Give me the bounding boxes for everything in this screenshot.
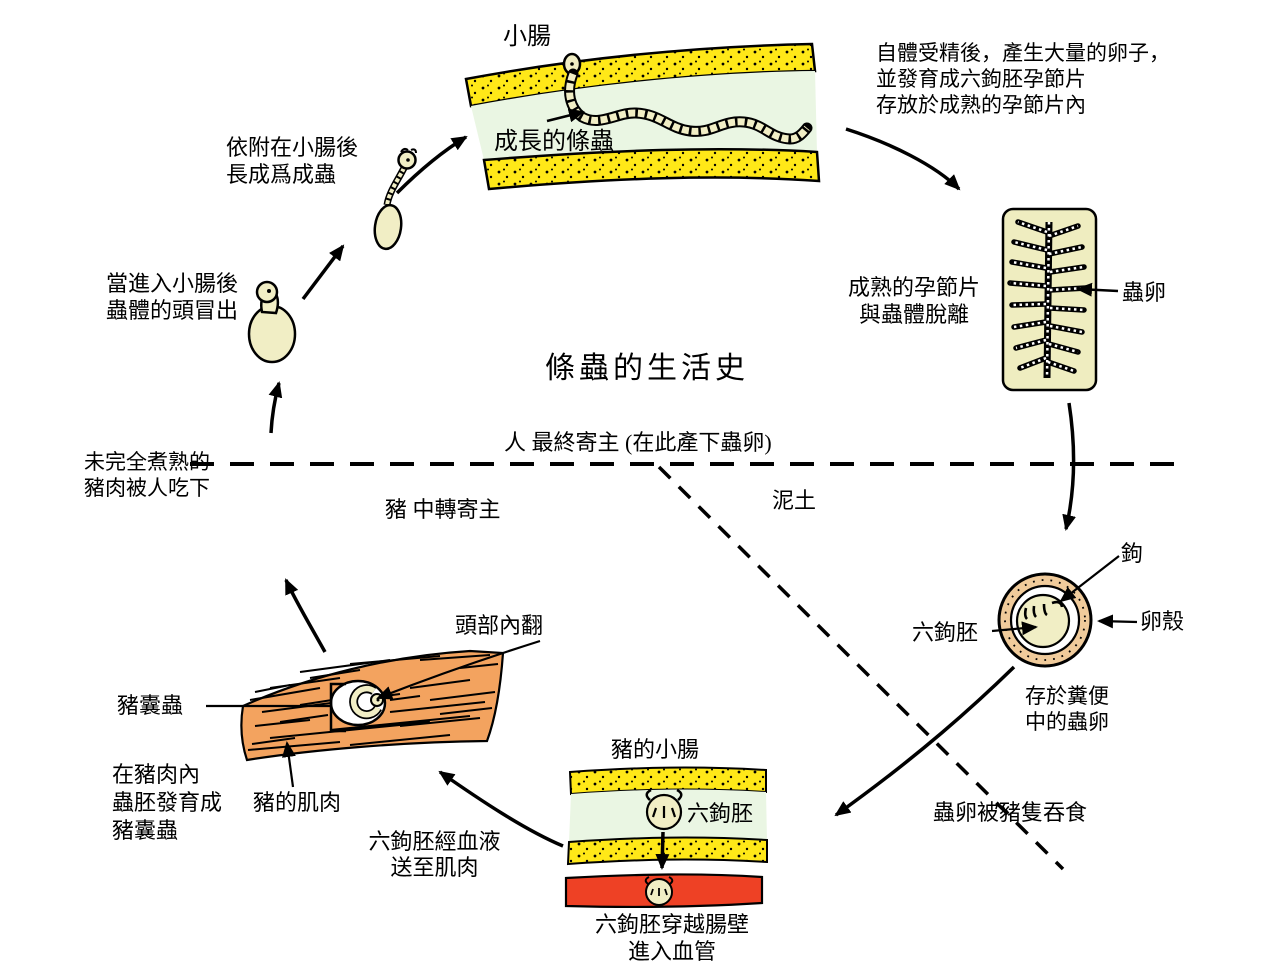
pig-host-label: 豬 中轉寄主 xyxy=(385,497,501,522)
egg-swallowed-label: 蟲卵被豬隻吞食 xyxy=(933,800,1088,825)
arrow-cyst-to-young-worm xyxy=(301,244,345,301)
arrow-to-emerging-head xyxy=(268,381,283,434)
pig-intestine-drawing xyxy=(564,766,768,909)
cysticercus-label: 豬囊蟲 xyxy=(117,693,184,718)
egg-embryo-label: 六鉤胚 xyxy=(912,620,979,645)
develop-note: 在豬肉內 蟲胚發育成 豬囊蟲 xyxy=(112,762,223,843)
proglottid-egg-label: 蟲卵 xyxy=(1122,280,1167,305)
arrow-proglottid-to-egg xyxy=(1062,402,1076,531)
arrow-young-worm-to-intestine xyxy=(395,135,468,195)
gut-embryo-label: 六鉤胚 xyxy=(687,801,754,826)
egg-drawing xyxy=(991,555,1138,668)
undercooked-pork-note: 未完全煮熟的 豬肉被人吃下 xyxy=(84,450,210,500)
arrow-gut-to-muscle xyxy=(438,770,564,848)
mature-proglottid-note: 成熟的孕節片 與蟲體脫離 xyxy=(847,275,980,327)
embryo-pointer-arrow xyxy=(991,621,1038,636)
pig-muscle-pointer-arrow xyxy=(281,741,296,788)
growing-tapeworm-label: 成長的條蟲 xyxy=(494,129,614,155)
arrow-egg-to-pig xyxy=(834,665,1016,817)
via-blood-note: 六鉤胚經血液 送至肌肉 xyxy=(368,829,501,880)
attach-note: 依附在小腸後 長成爲成蟲 xyxy=(226,135,359,187)
small-intestine-label: 小腸 xyxy=(503,24,551,50)
pig-muscle-label: 豬的肌肉 xyxy=(253,790,342,815)
young-worm-drawing xyxy=(373,147,417,251)
soil-label: 泥土 xyxy=(772,488,817,513)
proglottid-drawing xyxy=(1001,207,1119,392)
soil-boundary-line xyxy=(657,465,1065,871)
growing-tapeworm-pointer-arrow xyxy=(546,108,585,123)
hook-pointer-arrow xyxy=(1059,555,1120,603)
pig-intestine-label: 豬的小腸 xyxy=(611,737,700,762)
emerging-head-cyst-drawing xyxy=(247,280,297,364)
head-inverted-pointer-arrow xyxy=(376,639,541,700)
arrow-muscle-to-human xyxy=(284,578,327,653)
human-intestine-drawing xyxy=(464,42,821,191)
arrow-intestine-to-proglottid xyxy=(845,127,961,191)
egg-in-feces-note: 存於糞便 中的蟲卵 xyxy=(1025,684,1109,734)
muscle-drawing xyxy=(206,639,541,788)
diagram-title: 條蟲的生活史 xyxy=(545,352,749,385)
embryo-to-vessel-arrow xyxy=(655,831,670,870)
egg-pointer-arrow xyxy=(1076,282,1119,297)
shell-pointer-arrow xyxy=(1097,614,1138,629)
penetrate-wall-note: 六鉤胚穿越腸壁 進入血管 xyxy=(594,912,749,964)
hook-label: 鉤 xyxy=(1121,541,1144,566)
head-inverted-label: 頭部內翻 xyxy=(455,613,544,638)
egg-shell-label: 卵殼 xyxy=(1140,609,1185,634)
self-fertilization-note: 自體受精後，產生大量的卵子， 並發育成六鉤胚孕節片 存放於成熟的孕節片內 xyxy=(876,41,1170,117)
cycle-arrows xyxy=(268,127,1076,848)
human-host-label: 人 最終寄主 (在此產下蟲卵) xyxy=(504,430,772,455)
head-emerge-note: 當進入小腸後 蟲體的頭冒出 xyxy=(106,271,239,323)
